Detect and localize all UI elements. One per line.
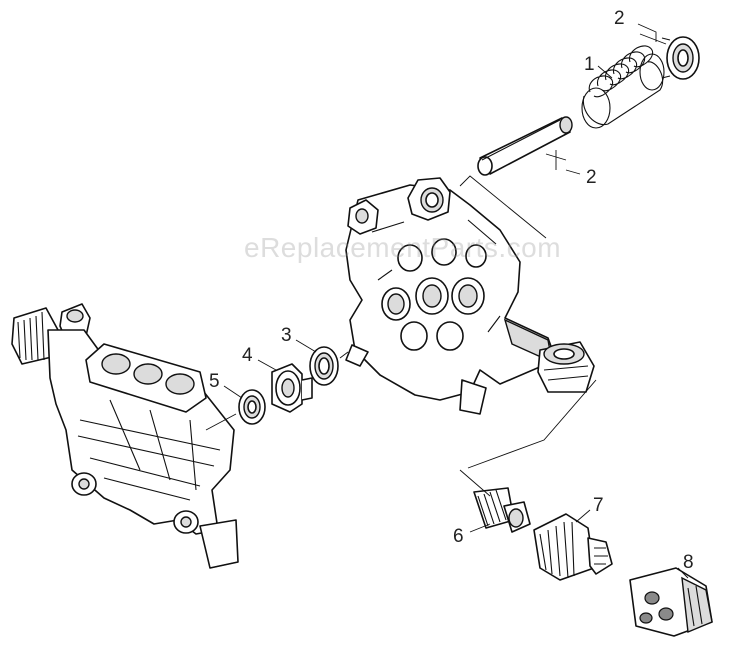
manifold-head [11,303,239,569]
callout-label-1: 1 [584,54,595,75]
pump-housing [345,177,557,415]
callout-label-5: 5 [209,371,220,392]
callout-label-4: 4 [242,345,253,366]
part-2-piston-rod [477,116,573,176]
callout-label-2-rod: 2 [586,167,597,188]
callout-label-3: 3 [281,325,292,346]
assembly-lines [205,175,597,497]
callout-label-7: 7 [593,495,604,516]
part-7-coupler [533,513,613,581]
part-8-sleeve [629,567,713,637]
part-2-seal-ring-top [661,36,700,80]
watermark-text: eReplacementParts.com [244,232,562,263]
part-4-bushing [271,363,313,413]
outlet-nut [537,341,595,393]
part-3-ring [309,346,339,386]
callout-label-8: 8 [683,552,694,573]
callout-label-6: 6 [453,526,464,547]
part-5-ring [238,389,266,425]
part-1-spring [581,45,665,129]
part-6-nipple [473,487,531,533]
callout-label-2-top: 2 [614,8,625,29]
callout-leaders [223,23,689,579]
